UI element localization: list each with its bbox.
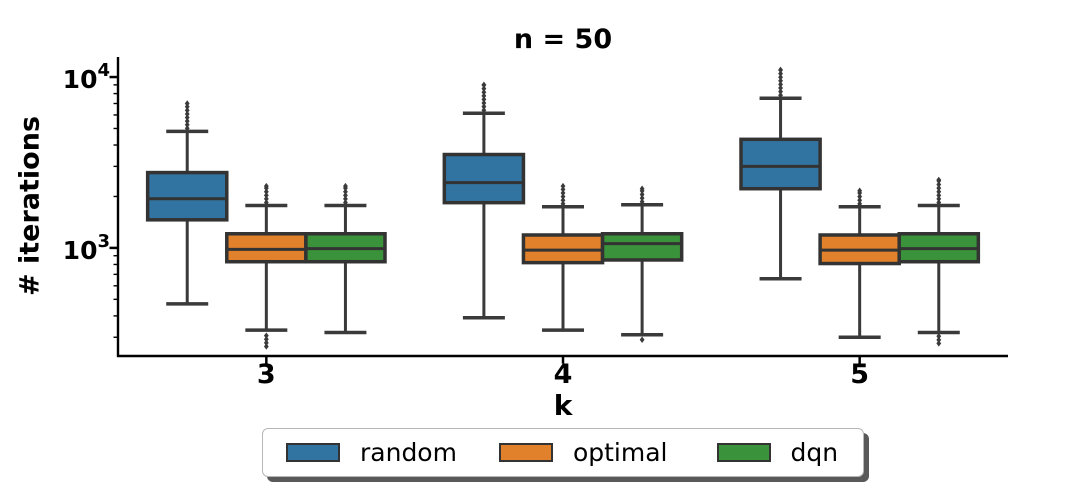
flier-dqn-k4: [639, 336, 645, 343]
flier-optimal-k3: [263, 195, 269, 203]
flier-random-k3: [184, 103, 190, 110]
flier-optimal-k5: [857, 197, 863, 204]
flier-dqn-k5: [936, 181, 942, 188]
flier-random-k4: [481, 81, 487, 89]
plot-area: 103 104 3 4 5: [63, 57, 1008, 390]
flier-dqn-k3: [343, 192, 348, 199]
flier-optimal-k4: [560, 193, 566, 200]
legend-label-dqn: dqn: [790, 438, 839, 467]
flier-random-k4: [481, 89, 487, 96]
flier-random-k5: [778, 73, 783, 81]
flier-optimal-k3: [263, 199, 269, 206]
flier-random-k3: [184, 125, 190, 132]
flier-random-k3: [184, 114, 190, 121]
flier-optimal-k4: [560, 186, 566, 193]
flier-random-k3: [184, 100, 190, 107]
flier-dqn-k5: [936, 333, 942, 340]
x-axis-label: k: [553, 389, 573, 422]
legend: random optimal dqn: [262, 428, 864, 477]
flier-dqn-k4: [639, 185, 645, 192]
flier-optimal-k4: [560, 200, 566, 208]
box-dqn-k4: [600, 232, 684, 262]
flier-random-k5: [778, 66, 783, 74]
legend-swatch-random-icon: [286, 443, 340, 462]
y-tick-label: 103: [63, 231, 110, 265]
box-random-k3: [145, 170, 229, 222]
flier-random-k3: [184, 110, 190, 118]
legend-entry-optimal: optimal: [498, 438, 668, 467]
flier-optimal-k3: [263, 339, 269, 347]
legend-entry-random: random: [275, 440, 457, 465]
flier-random-k5: [778, 81, 783, 88]
flier-optimal-k5: [857, 187, 863, 194]
legend-entry-dqn: dqn: [716, 438, 839, 467]
flier-random-k4: [481, 107, 487, 114]
flier-dqn-k5: [936, 188, 942, 195]
flier-optimal-k3: [263, 332, 269, 339]
flier-random-k5: [778, 84, 783, 92]
flier-random-k4: [481, 103, 487, 110]
flier-optimal-k4: [560, 189, 566, 197]
flier-optimal-k5: [857, 193, 863, 200]
flier-random-k3: [184, 107, 190, 114]
flier-optimal-k5: [857, 200, 863, 208]
x-tick-label: 5: [850, 359, 869, 390]
flier-random-k5: [778, 77, 783, 84]
flier-dqn-k3: [343, 182, 348, 190]
flier-random-k5: [778, 70, 783, 77]
flier-optimal-k3: [263, 182, 269, 190]
flier-optimal-k3: [263, 343, 269, 350]
flier-random-k3: [184, 117, 190, 125]
flier-dqn-k5: [936, 340, 942, 347]
flier-dqn-k5: [936, 192, 942, 199]
box-random-k5: [739, 137, 822, 191]
flier-optimal-k3: [263, 192, 269, 199]
flier-random-k4: [481, 99, 487, 107]
flier-optimal-k4: [560, 182, 566, 190]
flier-optimal-k3: [263, 336, 269, 343]
legend-label-optimal: optimal: [572, 438, 668, 467]
flier-dqn-k3: [343, 188, 348, 195]
legend-label-random: random: [360, 438, 457, 467]
flier-random-k5: [778, 88, 783, 95]
flier-dqn-k5: [936, 199, 942, 206]
flier-dqn-k3: [343, 199, 348, 206]
flier-random-k3: [184, 121, 190, 128]
flier-dqn-k3: [343, 195, 348, 203]
box-optimal-k3: [225, 232, 308, 264]
flier-dqn-k5: [936, 176, 942, 184]
flier-optimal-k4: [560, 197, 566, 204]
flier-random-k4: [481, 85, 487, 92]
flier-dqn-k5: [936, 195, 942, 203]
box-random-k4: [442, 152, 526, 205]
flier-dqn-k5: [936, 184, 942, 192]
legend-swatch-optimal-icon: [498, 443, 553, 462]
flier-dqn-k4: [639, 191, 645, 198]
flier-optimal-k3: [263, 188, 269, 195]
flier-dqn-k4: [639, 194, 645, 202]
chart-title: n = 50: [513, 24, 613, 55]
flier-dqn-k5: [936, 336, 942, 344]
flier-dqn-k4: [639, 198, 645, 205]
flier-random-k4: [481, 92, 487, 100]
legend-swatch-dqn-icon: [716, 443, 771, 462]
x-tick-label: 3: [257, 359, 276, 390]
flier-random-k4: [481, 96, 487, 103]
x-tick-label: 4: [554, 359, 573, 390]
flier-random-k5: [778, 91, 783, 99]
y-tick-label: 104: [63, 60, 110, 94]
